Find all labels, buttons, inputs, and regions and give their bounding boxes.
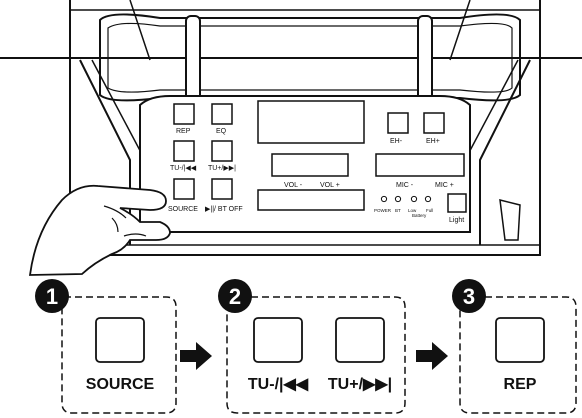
- vol-slider: [257, 189, 365, 211]
- step-1-badge: 1: [35, 279, 69, 313]
- eh-plus-label: EH+: [426, 138, 440, 145]
- step-2-badge: 2: [218, 279, 252, 313]
- svg-text:2: 2: [229, 284, 241, 309]
- vol-display: [271, 153, 349, 177]
- low-label: Low: [408, 208, 417, 213]
- mic-plus-label: MIC +: [435, 182, 454, 189]
- tu-plus-label: TU+/▶▶|: [208, 165, 236, 172]
- eq-label: EQ: [216, 128, 227, 135]
- light-button[interactable]: [447, 193, 467, 213]
- tu-minus-label: TU-/|◀◀: [170, 165, 197, 172]
- mic-display: [375, 153, 465, 177]
- step-1-source-button: [95, 317, 145, 363]
- bt-led-label: BT: [395, 208, 401, 213]
- vol-plus-label: VOL +: [320, 182, 340, 189]
- device-illustration: REP EQ TU-/|◀◀ TU+/▶▶| SOURCE ▶||/ BT OF…: [0, 0, 582, 276]
- arrow-right-icon: [416, 342, 448, 370]
- bt-led-icon: [394, 195, 402, 203]
- svg-text:3: 3: [463, 284, 475, 309]
- leg-right: [449, 0, 531, 245]
- battery-full-led-icon: [424, 195, 432, 203]
- step-3-badge: 3: [452, 279, 486, 313]
- step-3-rep-button: [495, 317, 545, 363]
- vol-minus-label: VOL -: [284, 182, 303, 189]
- source-button[interactable]: [173, 178, 195, 200]
- eh-minus-button[interactable]: [387, 112, 409, 134]
- eq-button[interactable]: [211, 103, 233, 125]
- eh-minus-label: EH-: [390, 138, 403, 145]
- hand-illustration: [28, 184, 171, 276]
- rep-label: REP: [176, 128, 191, 135]
- step-1: 1 SOURCE: [35, 279, 177, 414]
- bt-off-label: ▶||/ BT OFF: [205, 206, 243, 213]
- step-2-tu-plus-label: TU+/▶▶|: [328, 376, 392, 393]
- power-led-icon: [380, 195, 388, 203]
- step-3: 3 REP: [452, 279, 577, 414]
- handle-bar: [0, 13, 582, 103]
- battery-label: Battery: [412, 213, 427, 218]
- step-2: 2 TU-/|◀◀ TU+/▶▶|: [218, 279, 406, 414]
- tu-minus-button[interactable]: [173, 140, 195, 162]
- rep-button[interactable]: [173, 103, 195, 125]
- step-1-label: SOURCE: [86, 376, 155, 393]
- step-3-label: REP: [504, 376, 537, 393]
- power-label: POWER: [374, 208, 392, 213]
- main-display: [257, 100, 365, 144]
- step-2-tu-minus-label: TU-/|◀◀: [248, 376, 309, 393]
- tu-plus-button[interactable]: [211, 140, 233, 162]
- mic-minus-label: MIC -: [396, 182, 414, 189]
- step-2-tu-plus-button: [335, 317, 385, 363]
- battery-low-led-icon: [410, 195, 418, 203]
- full-label: Full: [426, 208, 433, 213]
- light-label: Light: [449, 217, 464, 224]
- eh-plus-button[interactable]: [423, 112, 445, 134]
- step-2-tu-minus-button: [253, 317, 303, 363]
- source-label: SOURCE: [168, 206, 198, 213]
- arrow-right-icon: [180, 342, 212, 370]
- play-pause-button[interactable]: [211, 178, 233, 200]
- svg-text:1: 1: [46, 284, 58, 309]
